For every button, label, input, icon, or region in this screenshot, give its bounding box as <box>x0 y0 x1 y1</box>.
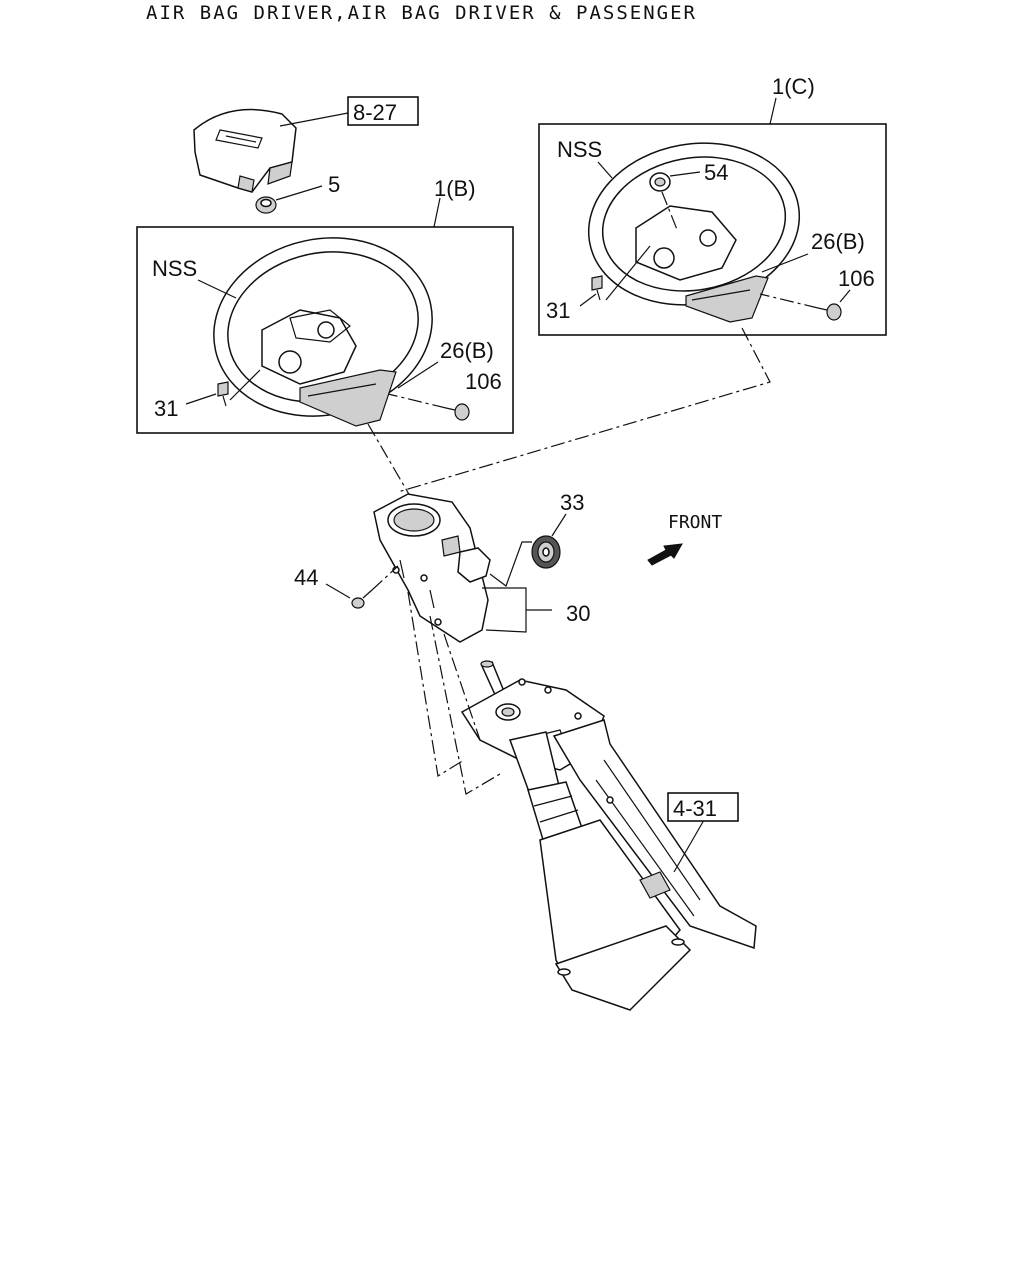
leader-31-left <box>185 393 217 405</box>
leader-31-right <box>579 293 597 307</box>
diagram-title: AIR BAG DRIVER,AIR BAG DRIVER & PASSENGE… <box>146 2 697 24</box>
box-1b <box>136 226 514 434</box>
part-33 <box>531 535 561 569</box>
label-106-right: 106 <box>838 266 875 291</box>
dash-44 <box>371 565 399 591</box>
steering-wheel-1b <box>213 237 433 427</box>
dash-cover-mid <box>443 633 481 741</box>
ref-box-4-31[interactable]: 4-31 <box>667 792 739 822</box>
leader-31-right-part <box>605 245 651 301</box>
svg-text:8-27: 8-27 <box>353 100 397 125</box>
leader-4-31 <box>673 819 705 873</box>
screw-31-left <box>217 381 229 407</box>
leader-33-part <box>489 541 532 587</box>
part-54 <box>649 172 679 233</box>
label-1c: 1(C) <box>772 74 815 99</box>
label-33: 33 <box>560 490 584 515</box>
leader-5 <box>275 185 323 201</box>
label-54: 54 <box>704 160 728 185</box>
column-cover-30 <box>373 493 491 643</box>
dash-cover-right <box>429 615 501 795</box>
airbag-cover <box>193 108 297 193</box>
box-1c <box>538 123 887 336</box>
dash-cover-left <box>407 591 465 777</box>
leader-44 <box>325 583 351 599</box>
label-5: 5 <box>328 172 340 197</box>
screw-31-right <box>591 275 603 301</box>
label-30: 30 <box>566 601 590 626</box>
leader-54 <box>669 171 701 177</box>
leader-26b-left <box>397 361 439 389</box>
screw-106-left <box>445 403 470 421</box>
label-nss-1c: NSS <box>557 137 602 162</box>
steering-column-assembly <box>460 660 757 1011</box>
leader-1b <box>433 197 441 228</box>
screw-106-right <box>817 303 842 321</box>
label-106-left: 106 <box>465 369 502 394</box>
label-26b-right: 26(B) <box>811 229 865 254</box>
ref-box-8-27[interactable]: 8-27 <box>347 96 419 126</box>
leader-nss-1b <box>197 279 237 299</box>
leader-nss-1c <box>597 161 613 179</box>
label-31-left: 31 <box>154 396 178 421</box>
dash-106-right <box>759 293 819 309</box>
leader-106-right <box>839 289 851 303</box>
label-31-right: 31 <box>546 298 570 323</box>
label-nss-1b: NSS <box>152 256 197 281</box>
leader-31-left-part <box>229 369 261 401</box>
front-arrow-icon <box>647 543 683 566</box>
nut-5 <box>255 196 277 214</box>
dash-1c-to-column <box>397 327 771 493</box>
svg-text:4-31: 4-31 <box>673 796 717 821</box>
bracket-30 <box>482 587 527 633</box>
dash-106-left <box>387 393 447 409</box>
label-26b-left: 26(B) <box>440 338 494 363</box>
leader-1c <box>769 97 777 125</box>
label-front: FRONT <box>668 512 722 533</box>
screw-44 <box>351 589 373 609</box>
leader-26b-right <box>761 253 809 273</box>
dash-1b-to-column <box>367 423 411 497</box>
label-1b: 1(B) <box>434 176 476 201</box>
leader-8-27 <box>279 112 349 127</box>
leader-33 <box>551 513 567 537</box>
label-44: 44 <box>294 565 318 590</box>
steering-wheel-1c <box>587 142 801 323</box>
